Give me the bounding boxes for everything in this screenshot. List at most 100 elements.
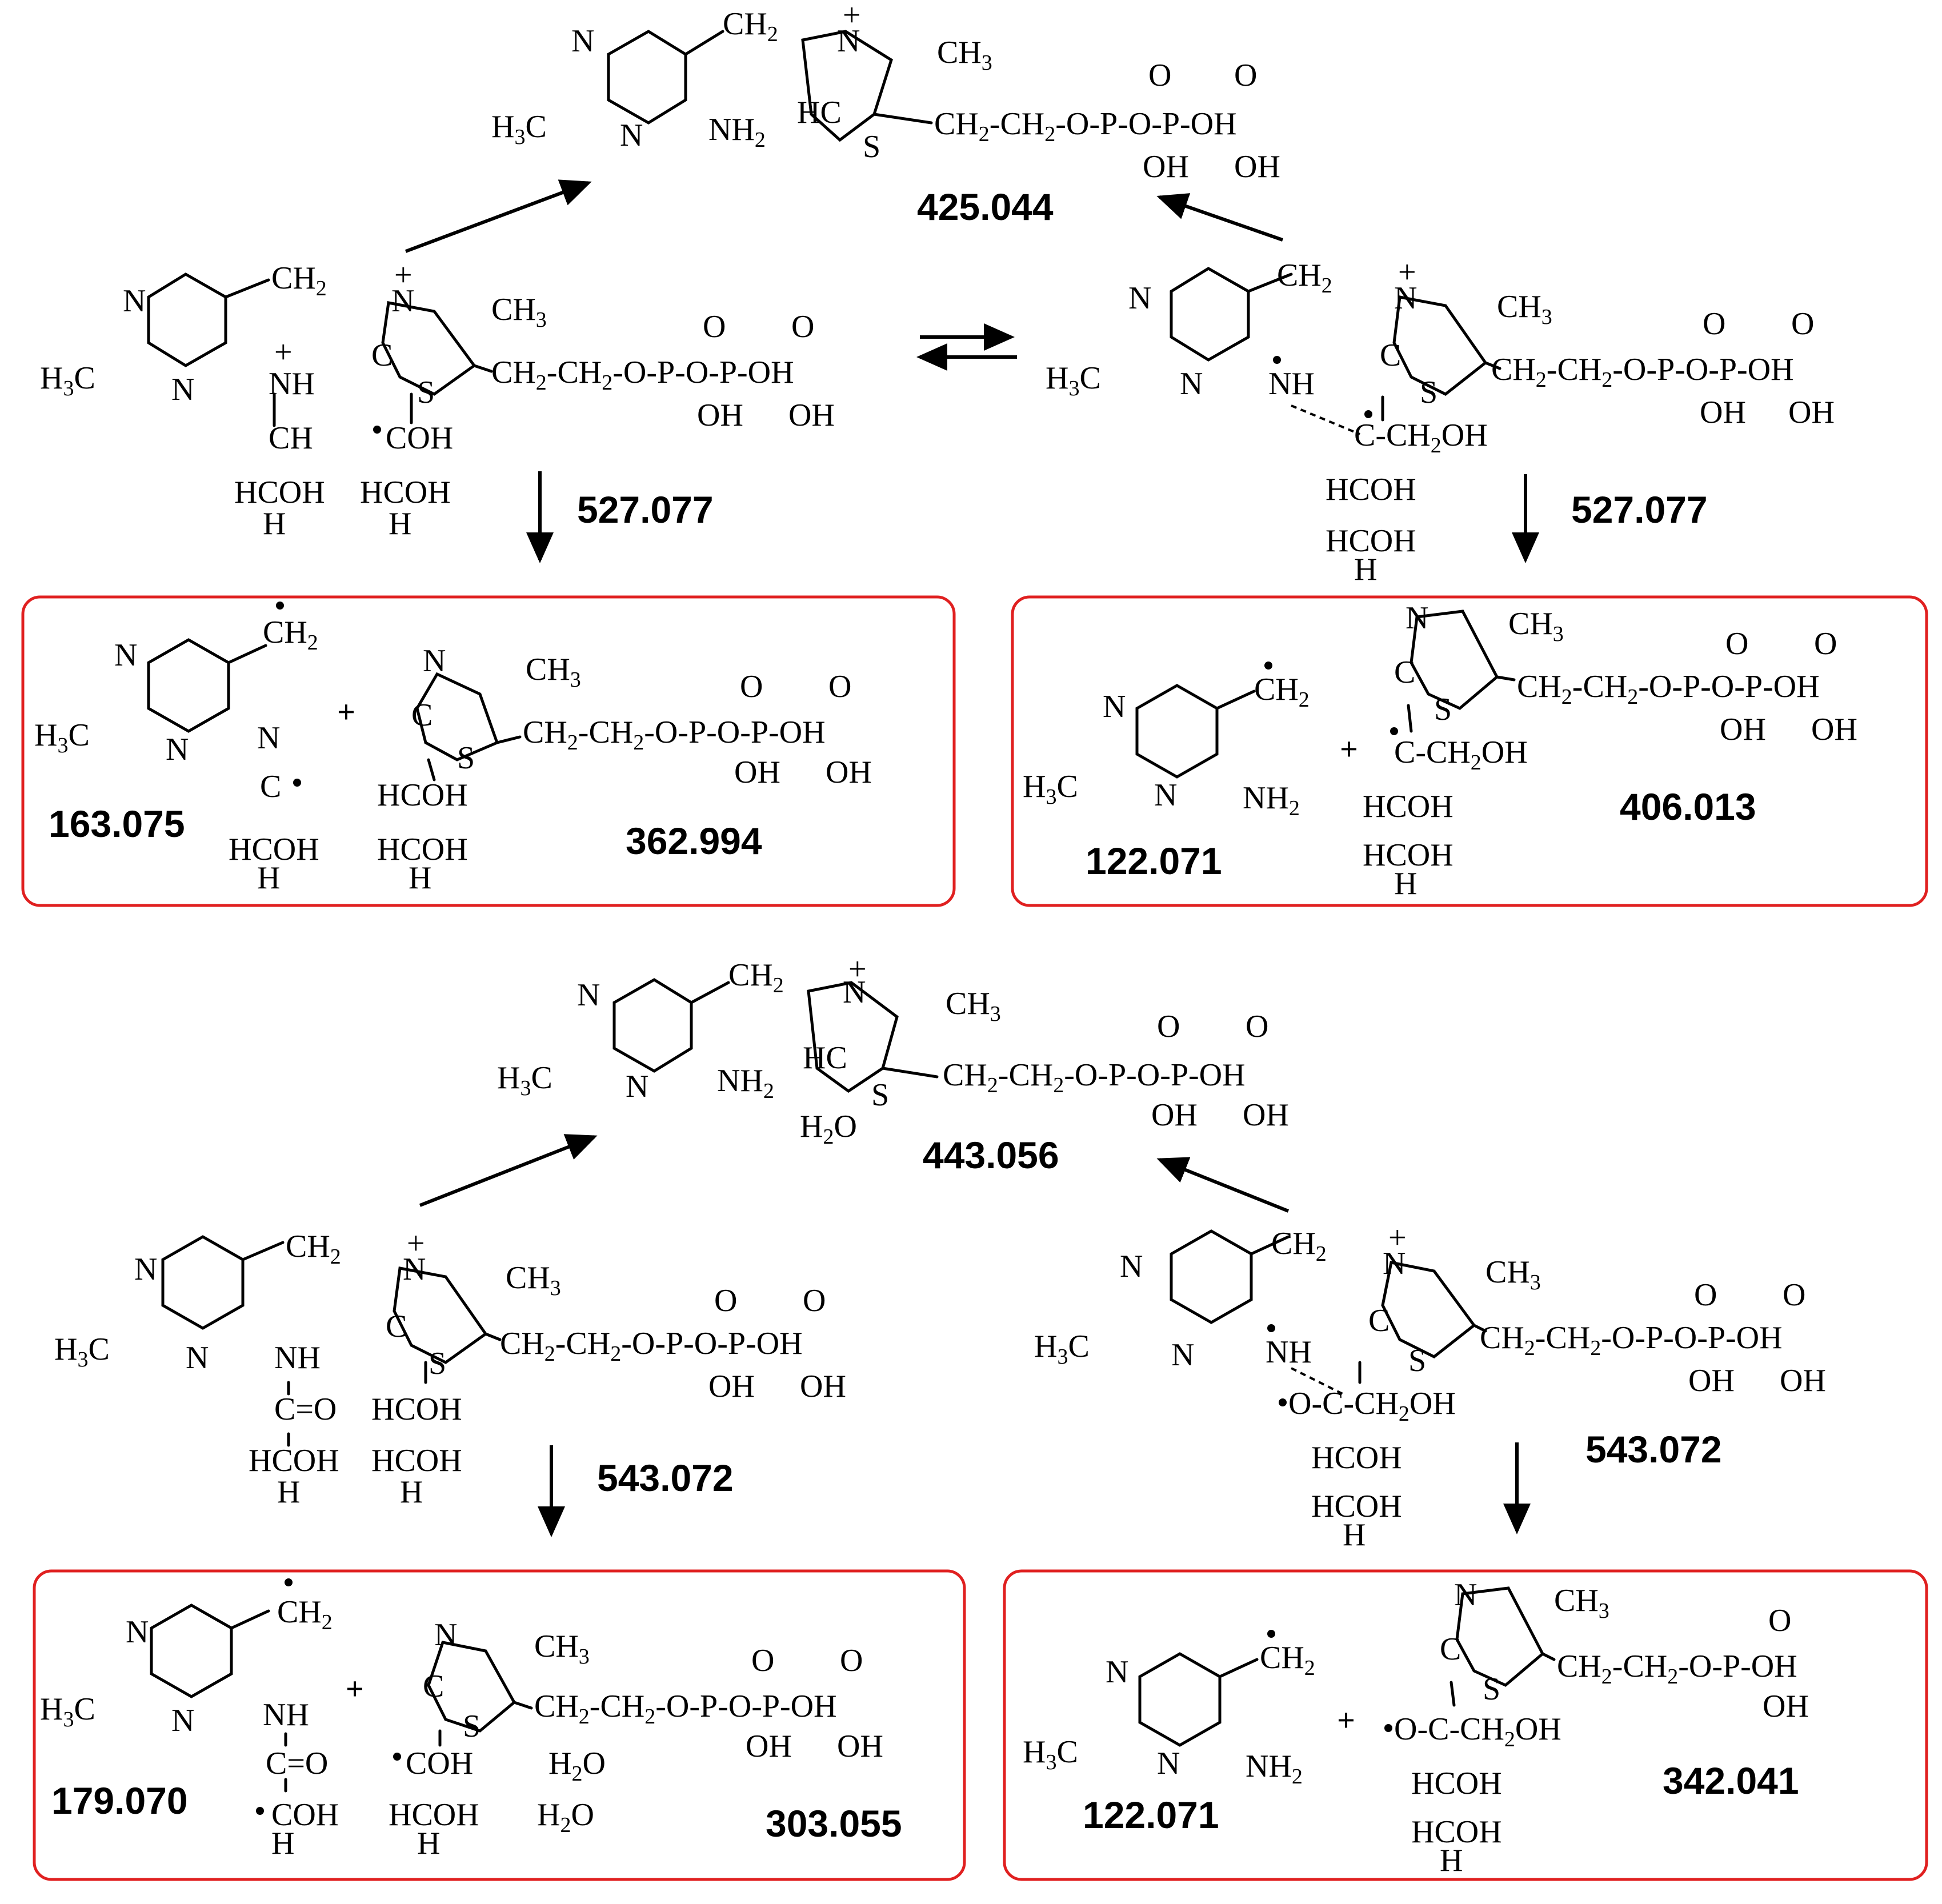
svg-text:O: O xyxy=(791,309,814,344)
svg-text:CH3: CH3 xyxy=(491,292,547,332)
svg-text:OH: OH xyxy=(1143,149,1189,185)
structure-527-left: N H3C N NH + CH HCOH H CH2 N + CH3 C S C… xyxy=(40,258,835,542)
svg-text:C: C xyxy=(1440,1632,1461,1667)
structure-425: N H3C N NH2 CH2 N + CH3 HC S CH2-CH2-O-P… xyxy=(491,0,1280,185)
svg-text:CH2-CH2-O-P-O-P-OH: CH2-CH2-O-P-O-P-OH xyxy=(491,355,794,395)
svg-text:C: C xyxy=(1380,338,1401,373)
svg-text:H3C: H3C xyxy=(40,360,95,400)
svg-text:S: S xyxy=(1434,692,1452,727)
svg-text:+: + xyxy=(848,952,867,987)
svg-text:C=O: C=O xyxy=(274,1392,337,1427)
svg-text:N: N xyxy=(1394,280,1417,316)
svg-text:O: O xyxy=(1234,58,1257,93)
svg-text:C=O: C=O xyxy=(266,1746,328,1781)
product-box-3 xyxy=(33,1569,966,1881)
svg-text:CH2: CH2 xyxy=(277,1594,333,1634)
svg-text:+: + xyxy=(1337,1703,1355,1738)
svg-text:OH: OH xyxy=(800,1369,846,1404)
structure-527-right: N H3C N NH CH2 N + CH3 C S C-CH2OH HCOH … xyxy=(1046,255,1835,587)
svg-text:O: O xyxy=(828,669,851,704)
svg-text:+: + xyxy=(394,258,413,293)
svg-text:S: S xyxy=(871,1077,889,1113)
svg-text:HCOH: HCOH xyxy=(1311,1440,1402,1476)
svg-text:O: O xyxy=(1814,626,1837,662)
svg-text:OH: OH xyxy=(1700,395,1746,430)
svg-text:H3C: H3C xyxy=(1034,1329,1090,1369)
svg-text:CH2: CH2 xyxy=(1277,258,1332,298)
svg-text:N: N xyxy=(1154,777,1177,813)
svg-text:N: N xyxy=(186,1340,209,1376)
svg-text:N: N xyxy=(843,975,866,1010)
svg-text:O: O xyxy=(1148,58,1171,93)
arrow-to-425 xyxy=(405,179,592,253)
svg-text:N: N xyxy=(171,372,194,407)
svg-text:HC: HC xyxy=(797,95,842,130)
svg-text:O: O xyxy=(803,1283,826,1318)
svg-text:NH2: NH2 xyxy=(1243,780,1300,820)
svg-text:H3C: H3C xyxy=(1023,1734,1078,1774)
svg-text:N: N xyxy=(123,283,146,319)
svg-text:N: N xyxy=(134,1252,157,1287)
svg-text:H2O: H2O xyxy=(537,1797,594,1837)
svg-text:CH3: CH3 xyxy=(1497,289,1552,329)
svg-text:N: N xyxy=(403,1252,426,1287)
svg-text:O: O xyxy=(751,1643,774,1678)
svg-text:OH: OH xyxy=(1763,1689,1809,1724)
svg-text:CH2-CH2-O-P-O-P-OH: CH2-CH2-O-P-O-P-OH xyxy=(1480,1320,1783,1360)
svg-text:N: N xyxy=(1180,366,1203,402)
svg-text:C: C xyxy=(411,698,433,733)
svg-text:OH: OH xyxy=(746,1729,792,1764)
svg-text:+: + xyxy=(274,335,293,370)
svg-text:CH3: CH3 xyxy=(937,35,992,75)
svg-text:COH: COH xyxy=(386,420,453,456)
svg-text:H3C: H3C xyxy=(491,109,547,149)
structure-543-right: N H3C N NH CH2 N + CH3 C S O-C-CH2OH HCO… xyxy=(1034,1220,1826,1553)
svg-text:HCOH: HCOH xyxy=(377,832,468,867)
svg-text:OH: OH xyxy=(1151,1097,1198,1133)
svg-text:NH: NH xyxy=(1268,366,1315,402)
svg-text:N: N xyxy=(1128,280,1151,316)
svg-text:O: O xyxy=(1783,1277,1805,1313)
svg-text:HC: HC xyxy=(803,1040,847,1076)
svg-text:O: O xyxy=(840,1643,863,1678)
svg-text:OH: OH xyxy=(826,755,872,790)
svg-text:N: N xyxy=(1171,1337,1194,1373)
svg-text:CH2: CH2 xyxy=(723,6,778,46)
svg-text:S: S xyxy=(1420,375,1438,410)
svg-text:N: N xyxy=(577,977,600,1013)
svg-text:O: O xyxy=(1157,1009,1180,1044)
svg-text:H: H xyxy=(1440,1843,1463,1878)
svg-text:H2O: H2O xyxy=(548,1746,606,1786)
svg-text:+: + xyxy=(346,1671,364,1707)
svg-text:NH2: NH2 xyxy=(717,1063,774,1103)
svg-text:NH: NH xyxy=(1266,1334,1312,1370)
svg-text:CH3: CH3 xyxy=(1485,1254,1541,1294)
svg-text:N: N xyxy=(837,23,860,59)
product-box-4 xyxy=(1003,1569,1928,1881)
svg-text:H: H xyxy=(400,1474,423,1510)
mass-406: 406.013 xyxy=(1620,785,1756,828)
svg-text:OH: OH xyxy=(1788,395,1835,430)
svg-text:N: N xyxy=(1406,600,1428,636)
svg-text:N: N xyxy=(114,638,137,673)
mass-163: 163.075 xyxy=(49,803,185,845)
svg-text:N: N xyxy=(1454,1577,1477,1613)
svg-text:+: + xyxy=(407,1226,425,1261)
svg-text:H: H xyxy=(409,860,431,896)
structure-443: N H3C N NH2 CH2 N + CH3 HC S H2O CH2-CH2… xyxy=(497,952,1289,1149)
mass-362: 362.994 xyxy=(626,820,762,862)
arrow-to-443-right xyxy=(1156,1157,1290,1213)
svg-text:O: O xyxy=(1703,306,1725,342)
svg-text:H3C: H3C xyxy=(497,1060,552,1100)
svg-text:HCOH: HCOH xyxy=(1326,523,1416,559)
svg-text:+: + xyxy=(337,695,355,730)
svg-text:HCOH: HCOH xyxy=(234,475,325,510)
svg-text:HCOH: HCOH xyxy=(229,832,319,867)
svg-text:O: O xyxy=(1246,1009,1268,1044)
svg-text:O-C-CH2OH: O-C-CH2OH xyxy=(1288,1386,1456,1426)
svg-text:N: N xyxy=(571,23,594,59)
svg-text:+: + xyxy=(1398,255,1416,290)
svg-text:HCOH: HCOH xyxy=(360,475,451,510)
svg-text:O: O xyxy=(1768,1603,1791,1638)
